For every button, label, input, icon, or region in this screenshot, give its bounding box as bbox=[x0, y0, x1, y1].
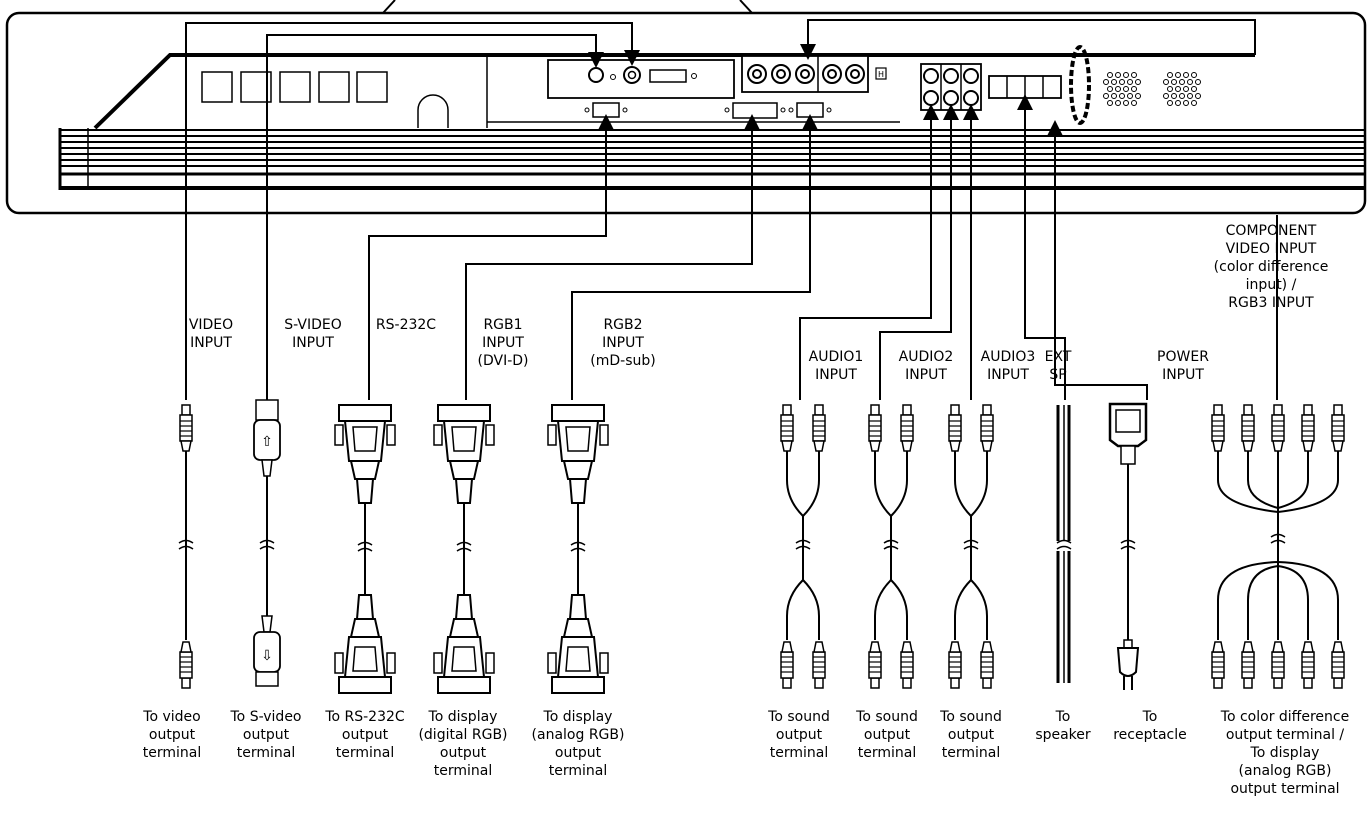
label-to-analog-rgb: To display (analog RGB) output terminal bbox=[531, 709, 625, 779]
panel-squares bbox=[201, 71, 388, 103]
component-cable bbox=[1211, 404, 1345, 689]
audio1-cable bbox=[780, 404, 826, 689]
rear-panel: H bbox=[5, 0, 1367, 215]
label-svideo-input: S-VIDEO INPUT bbox=[284, 317, 342, 351]
power-cable bbox=[1108, 402, 1148, 690]
vent-slats bbox=[60, 129, 1365, 190]
label-audio1-input: AUDIO1 INPUT bbox=[808, 349, 864, 383]
label-to-svideo-output: To S-video output terminal bbox=[230, 709, 302, 761]
connection-lines bbox=[185, 19, 1278, 400]
audio2-cable bbox=[868, 404, 914, 689]
label-to-receptacle: To receptacle bbox=[1113, 709, 1187, 743]
label-component-input: COMPONENT VIDEO INPUT (color difference … bbox=[1213, 223, 1329, 311]
label-audio3-input: AUDIO3 INPUT bbox=[980, 349, 1036, 383]
label-to-rs232c-output: To RS-232C output terminal bbox=[325, 709, 405, 761]
label-video-input: VIDEO INPUT bbox=[188, 317, 234, 351]
label-to-speaker: To speaker bbox=[1035, 709, 1091, 743]
label-rgb1-input: RGB1 INPUT (DVI-D) bbox=[477, 317, 529, 369]
label-rgb2-input: RGB2 INPUT (mD-sub) bbox=[590, 317, 656, 369]
label-to-color-difference: To color difference output terminal / To… bbox=[1220, 709, 1350, 797]
label-ext-sp: EXT SP bbox=[1044, 349, 1072, 383]
rgb1-cable bbox=[433, 404, 495, 694]
label-to-sound-2: To sound output terminal bbox=[856, 709, 918, 761]
label-audio2-input: AUDIO2 INPUT bbox=[898, 349, 954, 383]
label-rs232c: RS-232C bbox=[375, 317, 437, 333]
svg-text:⇧: ⇧ bbox=[261, 434, 273, 450]
vent-dots bbox=[1103, 72, 1201, 106]
speaker-cable bbox=[1052, 405, 1076, 683]
label-to-sound-1: To sound output terminal bbox=[768, 709, 830, 761]
panel-mark: H bbox=[878, 70, 884, 79]
svideo-cable: ⇧ ⇩ bbox=[253, 399, 281, 687]
rs232c-cable bbox=[334, 404, 396, 694]
rgb2-cable bbox=[547, 404, 609, 694]
label-to-digital-rgb: To display (digital RGB) output terminal bbox=[418, 709, 508, 779]
video-cable bbox=[178, 404, 194, 689]
svg-text:⇩: ⇩ bbox=[261, 648, 273, 664]
label-to-video-output: To video output terminal bbox=[142, 709, 202, 761]
label-to-sound-3: To sound output terminal bbox=[940, 709, 1002, 761]
label-power-input: POWER INPUT bbox=[1157, 349, 1209, 383]
audio3-cable bbox=[948, 404, 994, 689]
